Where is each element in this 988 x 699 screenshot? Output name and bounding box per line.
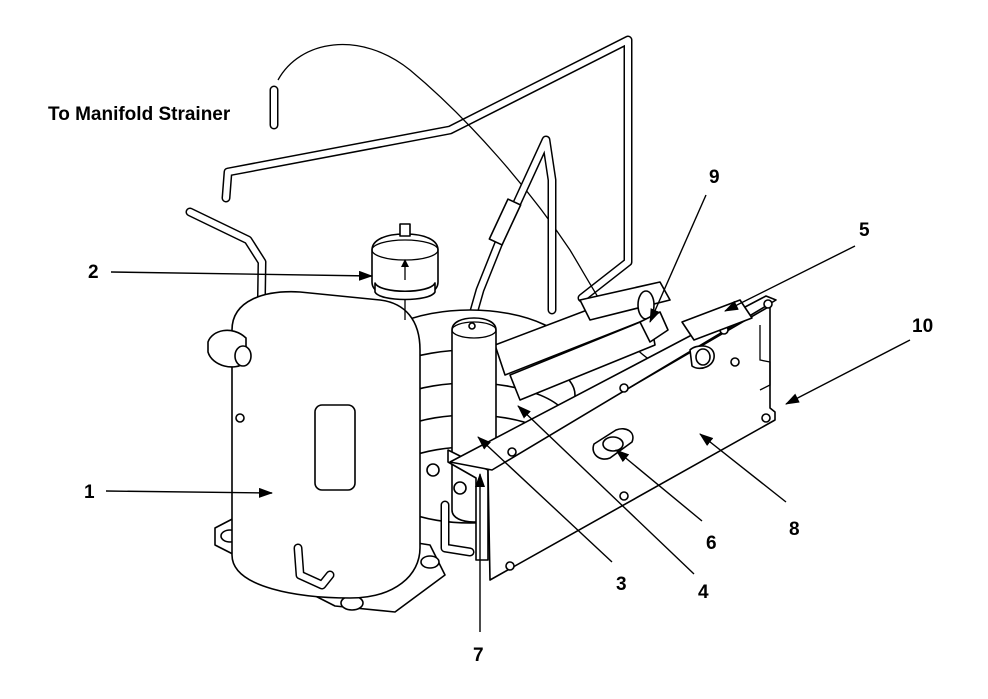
callout-3: 3 — [616, 574, 627, 595]
leader-1 — [105, 487, 273, 498]
callout-4: 4 — [698, 582, 709, 603]
callout-1: 1 — [84, 482, 95, 503]
strainer-label: To Manifold Strainer — [48, 104, 231, 125]
callout-8: 8 — [789, 519, 800, 540]
leader-5 — [724, 245, 856, 312]
compressor-shell — [207, 290, 421, 599]
callout-6: 6 — [706, 533, 717, 554]
callout-9: 9 — [709, 167, 720, 188]
leader-10 — [785, 339, 911, 405]
leader-8 — [699, 433, 787, 503]
capillary-tube — [465, 135, 557, 330]
callout-10: 10 — [912, 316, 933, 337]
callout-7: 7 — [473, 645, 484, 666]
leader-9 — [649, 194, 707, 323]
heat-exchanger-tubes — [494, 281, 671, 401]
callout-5: 5 — [859, 220, 870, 241]
leader-lines — [105, 194, 911, 632]
leader-4 — [517, 405, 695, 575]
discharge-tube-loop — [221, 35, 633, 303]
leader-6 — [615, 449, 703, 522]
filter-drier — [371, 223, 439, 320]
compressor-nameplate — [314, 404, 356, 491]
grommet — [592, 427, 634, 460]
callout-2: 2 — [88, 262, 99, 283]
leader-2 — [110, 270, 373, 281]
leader-3 — [477, 436, 613, 563]
